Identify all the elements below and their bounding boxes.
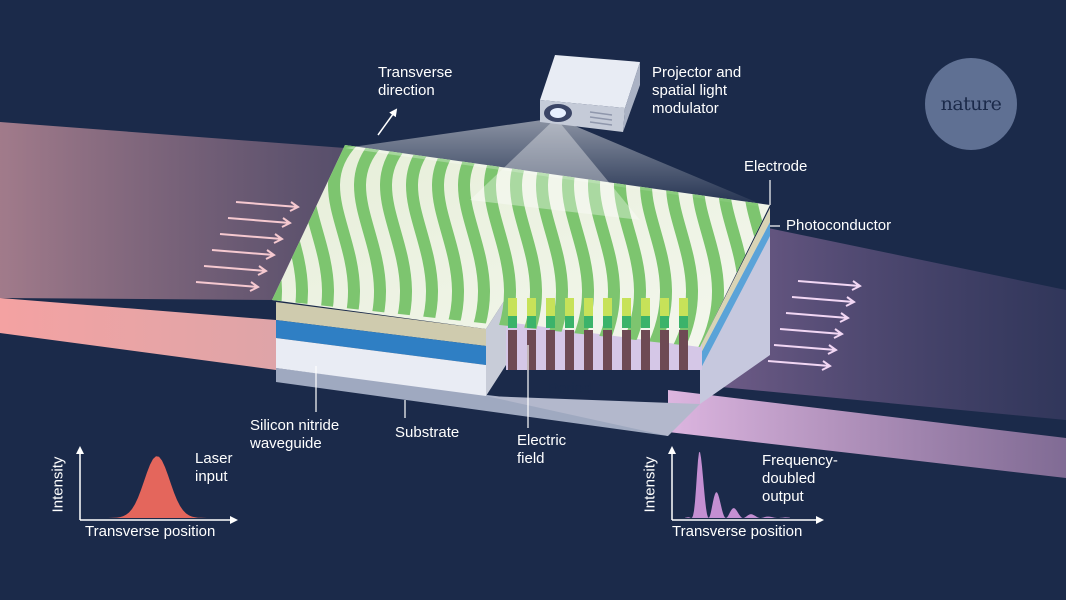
- period-bar: [641, 316, 650, 328]
- substrate: [276, 368, 668, 436]
- label-substrate: Substrate: [395, 424, 460, 441]
- period-bar: [508, 316, 517, 328]
- period-bracket: [565, 371, 591, 377]
- label-frequency-output: Frequency- doubled output: [762, 452, 838, 505]
- light-cone-core: [470, 118, 640, 220]
- period-bar: [565, 298, 574, 316]
- period-bar: [527, 330, 536, 370]
- nature-logo: nature: [925, 58, 1017, 150]
- transverse-direction-arrow: [377, 108, 398, 136]
- period-bar: [508, 330, 517, 370]
- laser-input-profile: [90, 456, 225, 518]
- label-silicon-nitride: Silicon nitride waveguide: [250, 417, 340, 452]
- input-beam-lower: [0, 298, 276, 370]
- period-bars: [508, 298, 688, 370]
- label-photoconductor: Photoconductor: [786, 217, 892, 234]
- period-bar: [508, 298, 517, 316]
- period-bar: [660, 298, 669, 316]
- input-beam: [0, 122, 345, 300]
- period-bar: [565, 316, 574, 328]
- period-bar: [546, 316, 555, 328]
- period-bar: [622, 316, 631, 328]
- photoconductor-layer: [276, 320, 486, 365]
- light-cone: [345, 118, 770, 208]
- beam-arrow: [767, 360, 832, 371]
- input-plot: [76, 446, 238, 524]
- period-bar: [660, 330, 669, 370]
- period-bar: [527, 316, 536, 328]
- label-laser-input: Laser input: [195, 450, 233, 485]
- label-projector: Projector and spatial light modulator: [652, 64, 742, 117]
- projector: [540, 55, 640, 132]
- period-bar: [679, 330, 688, 370]
- period-bar: [546, 330, 555, 370]
- input-plot-ylabel: Intensity: [49, 456, 67, 513]
- period-bar: [679, 298, 688, 316]
- output-plot: [668, 446, 824, 524]
- beam-arrow: [219, 233, 284, 244]
- electrode-layer: [276, 302, 486, 346]
- beam-arrow: [235, 201, 300, 212]
- period-bar: [603, 316, 612, 328]
- period-bar: [603, 298, 612, 316]
- period-bar: [679, 316, 688, 328]
- period-bar: [660, 316, 669, 328]
- label-electrode: Electrode: [744, 158, 808, 175]
- beam-arrow: [195, 281, 260, 292]
- beam-arrow: [227, 217, 292, 228]
- front-right-face: [486, 396, 700, 436]
- beam-arrow: [785, 312, 850, 323]
- beam-arrow: [797, 280, 862, 291]
- period-bar: [603, 330, 612, 370]
- period-bar: [527, 298, 536, 316]
- output-plot-xlabel: Transverse position: [672, 523, 803, 540]
- label-period: Period: [548, 380, 592, 397]
- period-bar: [641, 330, 650, 370]
- beam-arrow: [211, 249, 276, 260]
- beam-arrow: [773, 344, 838, 355]
- label-transverse-direction: Transverse direction: [378, 64, 453, 99]
- output-beam: [700, 228, 1066, 420]
- period-bar: [565, 330, 574, 370]
- output-arrows: [767, 280, 862, 371]
- right-face-blue: [700, 222, 770, 370]
- period-bar: [584, 330, 593, 370]
- frequency-doubled-profile: [685, 452, 790, 518]
- waveguide-layer: [276, 338, 486, 396]
- beam-arrow: [791, 296, 856, 307]
- beam-arrow: [203, 265, 268, 276]
- period-bar: [546, 298, 555, 316]
- input-arrows: [195, 201, 300, 292]
- period-bar: [622, 298, 631, 316]
- period-bar: [641, 298, 650, 316]
- output-beam-lower: [668, 390, 1066, 478]
- period-bar: [584, 298, 593, 316]
- leader-lines: [315, 180, 780, 428]
- period-bar: [622, 330, 631, 370]
- output-plot-ylabel: Intensity: [641, 456, 659, 513]
- right-face-tan: [700, 208, 770, 355]
- input-plot-xlabel: Transverse position: [85, 523, 216, 540]
- beam-arrow: [779, 328, 844, 339]
- label-electric-field: Electric field: [517, 432, 567, 467]
- period-bar: [584, 316, 593, 328]
